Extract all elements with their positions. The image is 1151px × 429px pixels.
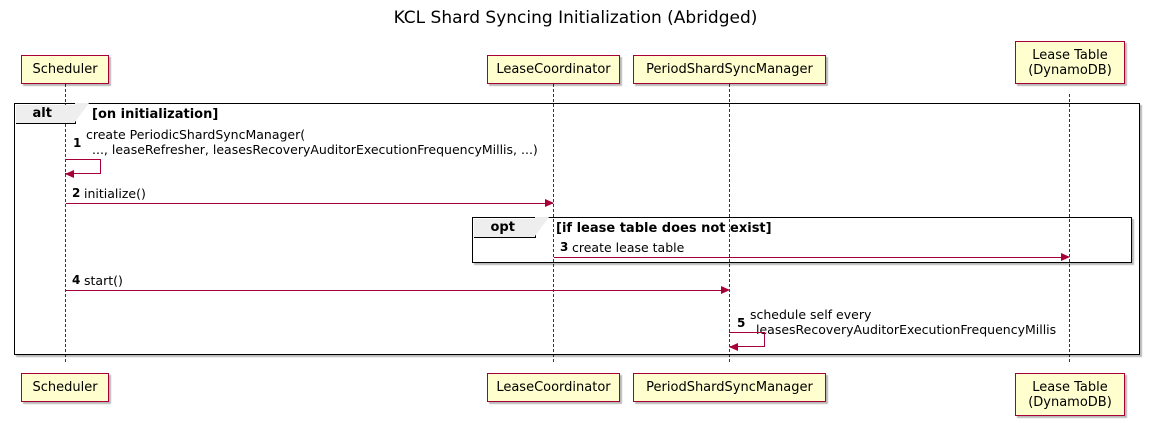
message-5-label-line1: schedule self every bbox=[750, 307, 872, 322]
message-2-number: 2 bbox=[72, 186, 81, 200]
participant-scheduler-label: Scheduler bbox=[32, 62, 98, 77]
message-4-line bbox=[66, 290, 721, 291]
participant-scheduler-bottom[interactable]: Scheduler bbox=[21, 373, 109, 402]
fragment-alt-guard: [on initialization] bbox=[92, 107, 219, 122]
message-2-line bbox=[66, 203, 553, 204]
participant-scheduler-top[interactable]: Scheduler bbox=[21, 55, 109, 84]
lifeline-lease-table bbox=[1069, 94, 1070, 362]
message-1-arrowhead bbox=[65, 169, 74, 178]
message-1-number: 1 bbox=[73, 136, 82, 150]
lifeline-lease-coordinator bbox=[553, 84, 554, 362]
message-1-label-line2: ..., leaseRefresher, leasesRecoveryAudit… bbox=[92, 142, 538, 157]
participant-period-shard-sync-manager-top[interactable]: PeriodShardSyncManager bbox=[633, 55, 826, 84]
message-5-arrowhead bbox=[729, 342, 738, 351]
participant-lease-table-top[interactable]: Lease Table (DynamoDB) bbox=[1015, 41, 1125, 84]
participant-period-shard-sync-manager-label-bottom: PeriodShardSyncManager bbox=[646, 380, 813, 395]
message-4-arrowhead bbox=[721, 285, 730, 294]
message-5-label-line2: leasesRecoveryAuditorExecutionFrequencyM… bbox=[756, 322, 1057, 337]
participant-lease-coordinator-bottom[interactable]: LeaseCoordinator bbox=[487, 373, 620, 402]
lifeline-period-shard-sync-manager bbox=[729, 84, 730, 362]
participant-period-shard-sync-manager-bottom[interactable]: PeriodShardSyncManager bbox=[633, 373, 826, 402]
participant-lease-table-label-line2: (DynamoDB) bbox=[1028, 62, 1112, 78]
fragment-alt-tab: alt bbox=[15, 103, 89, 124]
message-5-self-loop bbox=[729, 332, 765, 347]
fragment-opt-guard: [if lease table does not exist] bbox=[556, 221, 772, 236]
fragment-opt-type-label: opt bbox=[490, 220, 515, 235]
fragment-alt-on-initialization bbox=[14, 103, 1140, 355]
message-3-label: create lease table bbox=[572, 240, 685, 255]
participant-period-shard-sync-manager-label: PeriodShardSyncManager bbox=[646, 62, 813, 77]
participant-lease-table-bottom[interactable]: Lease Table (DynamoDB) bbox=[1015, 373, 1125, 416]
participant-lease-coordinator-label: LeaseCoordinator bbox=[496, 62, 611, 77]
participant-lease-coordinator-top[interactable]: LeaseCoordinator bbox=[487, 55, 620, 84]
participant-lease-coordinator-label-bottom: LeaseCoordinator bbox=[496, 380, 611, 395]
message-2-label: initialize() bbox=[84, 186, 146, 201]
participant-lease-table-label-line1-bottom: Lease Table bbox=[1032, 379, 1108, 395]
message-1-label-line1: create PeriodicShardSyncManager( bbox=[86, 127, 306, 142]
fragment-opt-lease-table-missing bbox=[472, 217, 1132, 263]
message-3-number: 3 bbox=[560, 240, 569, 254]
fragment-alt-type-label: alt bbox=[32, 106, 52, 121]
fragment-opt-tab: opt bbox=[473, 217, 549, 238]
lifeline-scheduler bbox=[65, 84, 66, 362]
participant-lease-table-label-line2-bottom: (DynamoDB) bbox=[1028, 394, 1112, 410]
message-4-number: 4 bbox=[72, 273, 81, 287]
diagram-title: KCL Shard Syncing Initialization (Abridg… bbox=[393, 8, 758, 28]
message-1-self-loop bbox=[65, 159, 101, 174]
message-5-number: 5 bbox=[737, 316, 746, 330]
participant-scheduler-label-bottom: Scheduler bbox=[32, 380, 98, 395]
participant-lease-table-label-line1: Lease Table bbox=[1032, 47, 1108, 63]
message-4-label: start() bbox=[84, 273, 123, 288]
message-3-arrowhead bbox=[1061, 252, 1070, 261]
message-2-arrowhead bbox=[545, 198, 554, 207]
message-3-line bbox=[554, 257, 1061, 258]
